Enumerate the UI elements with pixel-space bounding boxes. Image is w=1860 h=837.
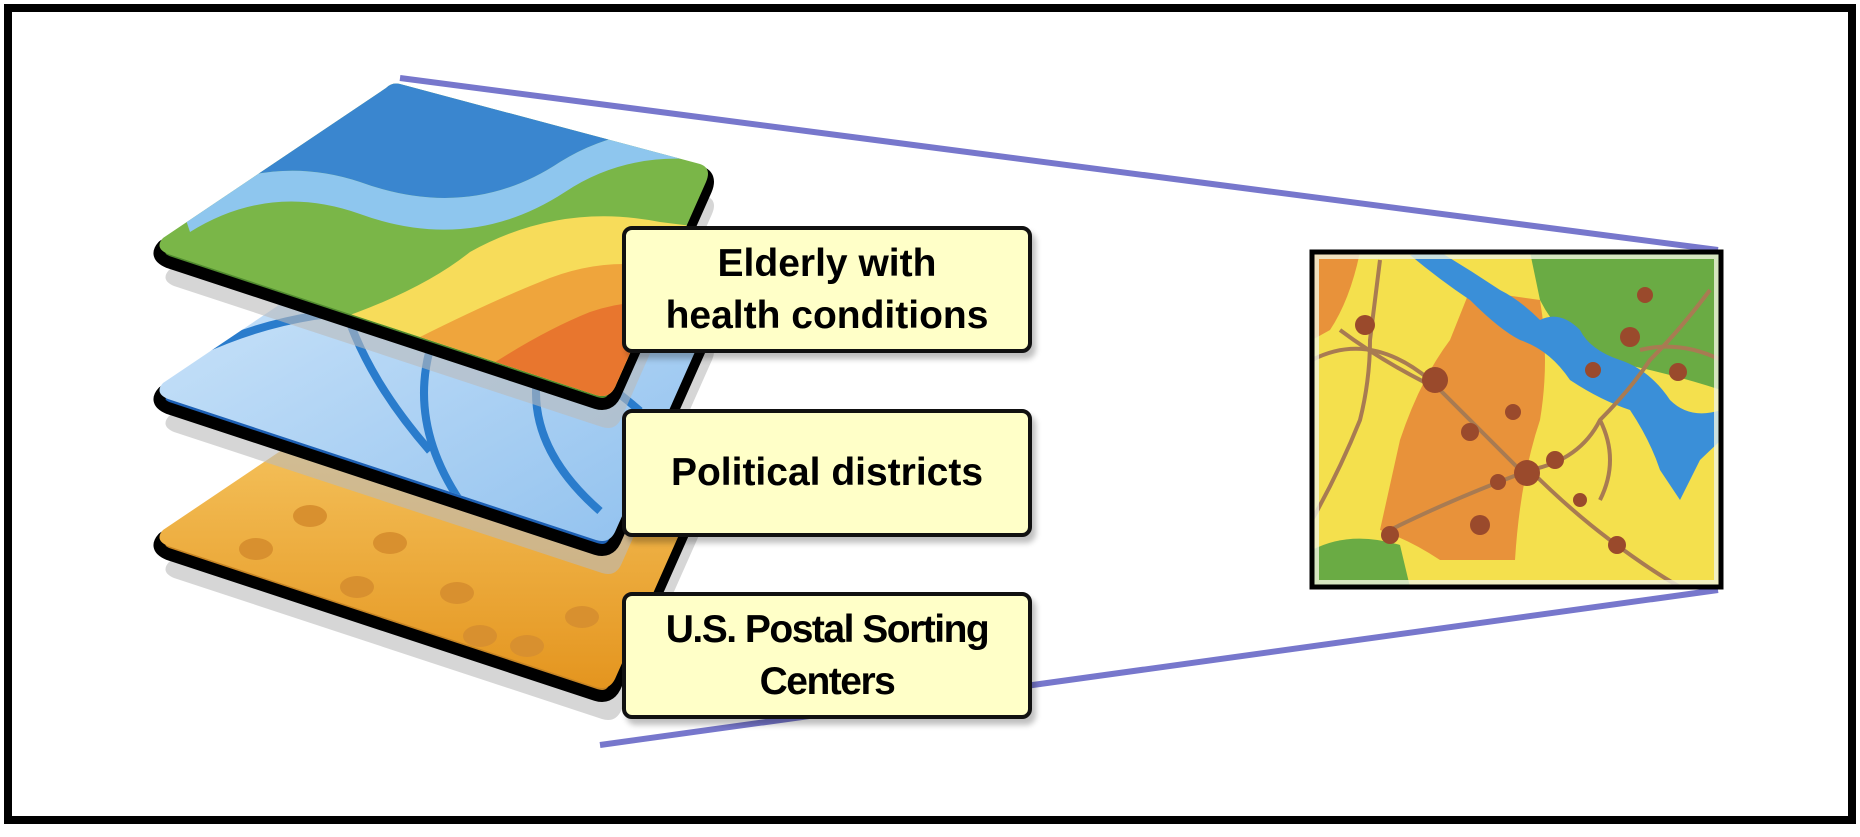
label-postal-centers: U.S. Postal Sorting Centers	[622, 592, 1032, 719]
label-elderly-line-2: health conditions	[665, 293, 989, 337]
label-postal-line-2: Centers	[759, 659, 896, 703]
connector-line-bottom	[599, 587, 1719, 748]
connector-line-top	[399, 75, 1719, 253]
label-elderly: Elderly with health conditions	[622, 226, 1032, 353]
label-postal-line-1: U.S. Postal Sorting	[665, 607, 990, 651]
composite-map-icon	[1309, 249, 1724, 590]
outer-frame	[4, 4, 1856, 824]
label-political-districts-text: Political districts	[670, 451, 984, 494]
label-political-districts: Political districts	[622, 409, 1032, 537]
label-elderly-line-1: Elderly with	[717, 241, 937, 285]
